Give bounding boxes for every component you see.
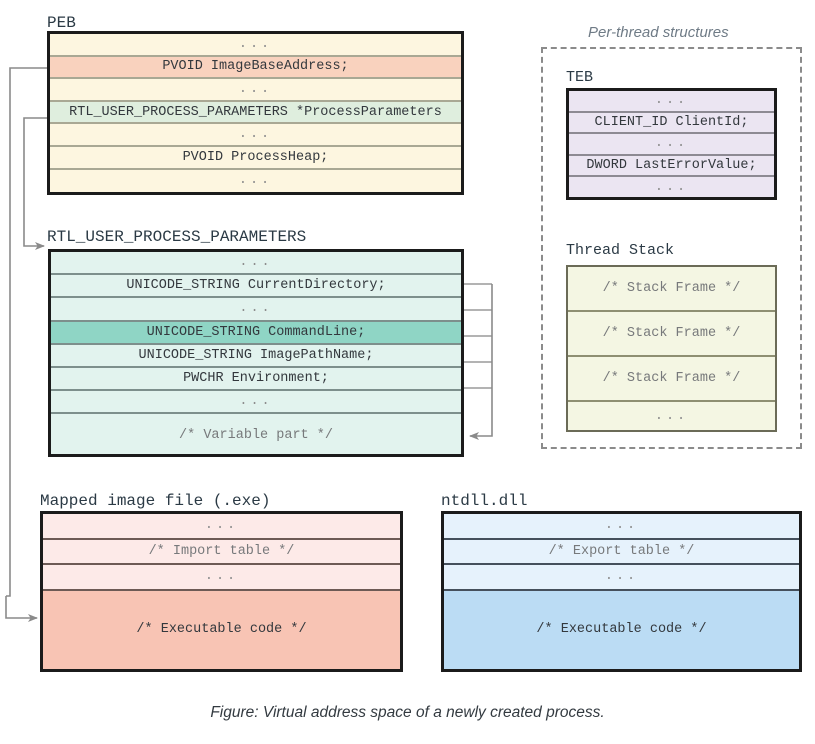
rtl-field-row: ... [51,391,461,415]
exe-section-row: /* Executable code */ [43,590,400,669]
peb-field-row: PVOID ImageBaseAddress; [50,56,461,80]
teb-struct: ...CLIENT_ID ClientId;...DWORD LastError… [566,88,777,200]
exe-section-row: ... [43,565,400,591]
thread-stack-title: Thread Stack [566,242,675,259]
ntdll-dll-title: ntdll.dll [441,492,528,510]
thread-stack-frame-row: /* Stack Frame */ [568,267,775,312]
arrow-processparameters-to-rtl-struct [23,117,47,250]
mapped-image-file-struct: .../* Import table */.../* Executable co… [40,511,403,672]
exe-section-row: /* Import table */ [43,539,400,565]
figure-caption: Figure: Virtual address space of a newly… [210,704,605,721]
teb-field-row: ... [569,134,774,156]
teb-field-row: ... [569,177,774,197]
per-thread-structures-label: Per-thread structures [588,24,729,41]
peb-field-row: ... [50,169,461,192]
rtl-user-process-parameters-struct: ...UNICODE_STRING CurrentDirectory;...UN… [48,249,464,457]
rtl-field-row: /* Variable part */ [51,414,461,454]
ntdll-dll-struct: .../* Export table */.../* Executable co… [441,511,802,672]
peb-struct: ...PVOID ImageBaseAddress;...RTL_USER_PR… [47,31,464,195]
per-thread-structures-group [541,47,802,449]
rtl-field-row: UNICODE_STRING CommandLine; [51,321,461,345]
rtl-user-process-parameters-title: RTL_USER_PROCESS_PARAMETERS [47,228,307,246]
arrow-fields-to-variable-part [464,283,493,440]
rtl-field-row: UNICODE_STRING CurrentDirectory; [51,275,461,299]
mapped-image-file-title: Mapped image file (.exe) [40,492,271,510]
thread-stack-struct: /* Stack Frame *//* Stack Frame *//* Sta… [566,265,777,432]
thread-stack-frame-row: ... [568,402,775,430]
teb-title: TEB [566,69,594,86]
rtl-field-row: ... [51,252,461,276]
dll-section-row: /* Export table */ [444,539,799,565]
rtl-field-row: ... [51,298,461,322]
dll-section-row: /* Executable code */ [444,590,799,669]
peb-field-row: ... [50,79,461,102]
thread-stack-frame-row: /* Stack Frame */ [568,312,775,357]
dll-section-row: ... [444,565,799,591]
teb-field-row: DWORD LastErrorValue; [569,155,774,177]
peb-field-row: PVOID ProcessHeap; [50,146,461,170]
exe-section-row: ... [43,514,400,540]
teb-field-row: ... [569,91,774,113]
peb-field-row: RTL_USER_PROCESS_PARAMETERS *ProcessPara… [50,101,461,125]
peb-field-row: ... [50,34,461,57]
rtl-field-row: UNICODE_STRING ImagePathName; [51,344,461,368]
dll-section-row: ... [444,514,799,540]
peb-field-row: ... [50,124,461,147]
teb-field-row: CLIENT_ID ClientId; [569,112,774,134]
peb-title: PEB [47,14,76,32]
thread-stack-frame-row: /* Stack Frame */ [568,357,775,402]
rtl-field-row: PWCHR Environment; [51,367,461,392]
